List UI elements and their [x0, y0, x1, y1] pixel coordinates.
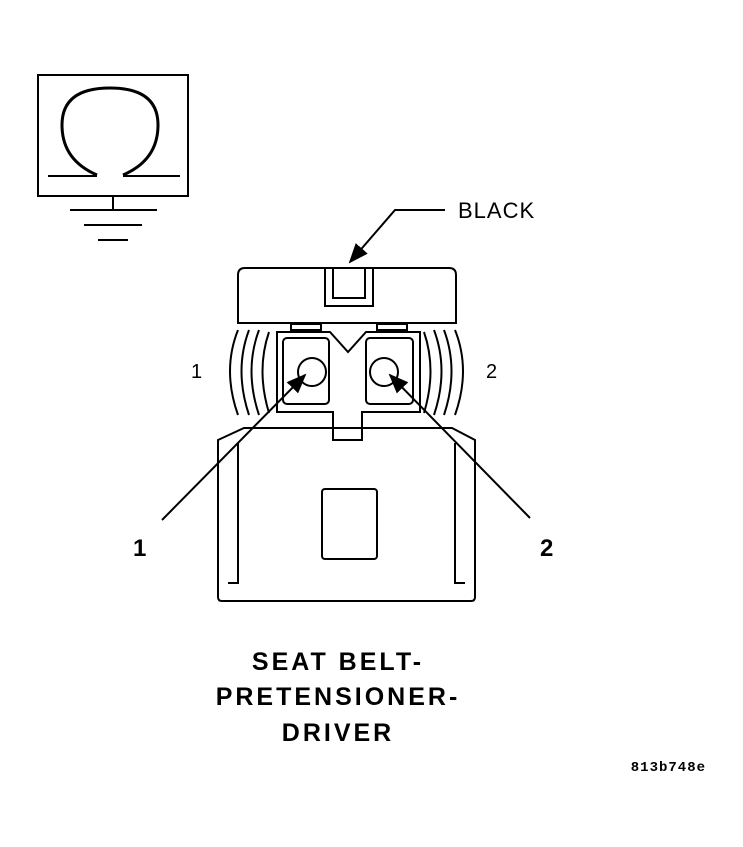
- title-line-3: DRIVER: [282, 719, 394, 747]
- latch-tab-right: [376, 323, 408, 331]
- rib-right: [423, 329, 464, 416]
- connector-body: [217, 267, 476, 602]
- lower-body-inner-right: [454, 443, 465, 584]
- connector-lower-body: [217, 427, 476, 602]
- pin-callout-leader-left: [161, 373, 307, 521]
- ohmmeter-box: [37, 74, 189, 197]
- cavity-right-label: 2: [486, 361, 497, 383]
- title-line-2: PRETENSIONER-: [216, 683, 461, 711]
- color-callout-label: BLACK: [458, 198, 535, 223]
- figure-code: 813b748e: [631, 760, 706, 776]
- cavity-right: [365, 337, 414, 405]
- ohm-resistance-icon: [60, 86, 160, 177]
- rib-left: [229, 329, 270, 416]
- pin-left: [297, 357, 327, 387]
- cavity-left: [282, 337, 330, 405]
- latch-window-inner: [332, 267, 366, 299]
- color-callout-leader: [348, 209, 445, 264]
- ground-icon: [70, 196, 157, 241]
- lower-body-inner-left: [228, 443, 239, 584]
- pin-right: [369, 357, 399, 387]
- cavity-frame: [276, 331, 421, 441]
- pin-callout-label-left: 1: [133, 535, 146, 562]
- latch-tab-left: [290, 323, 322, 331]
- pin-callout-label-right: 2: [540, 535, 553, 562]
- cavity-left-label: 1: [191, 361, 202, 383]
- title-line-1: SEAT BELT-: [252, 648, 424, 676]
- pin-callout-leader-right: [388, 373, 531, 519]
- lock-window: [321, 488, 378, 560]
- connector-top-housing: [237, 267, 457, 324]
- ohmmeter-symbol: [37, 74, 189, 241]
